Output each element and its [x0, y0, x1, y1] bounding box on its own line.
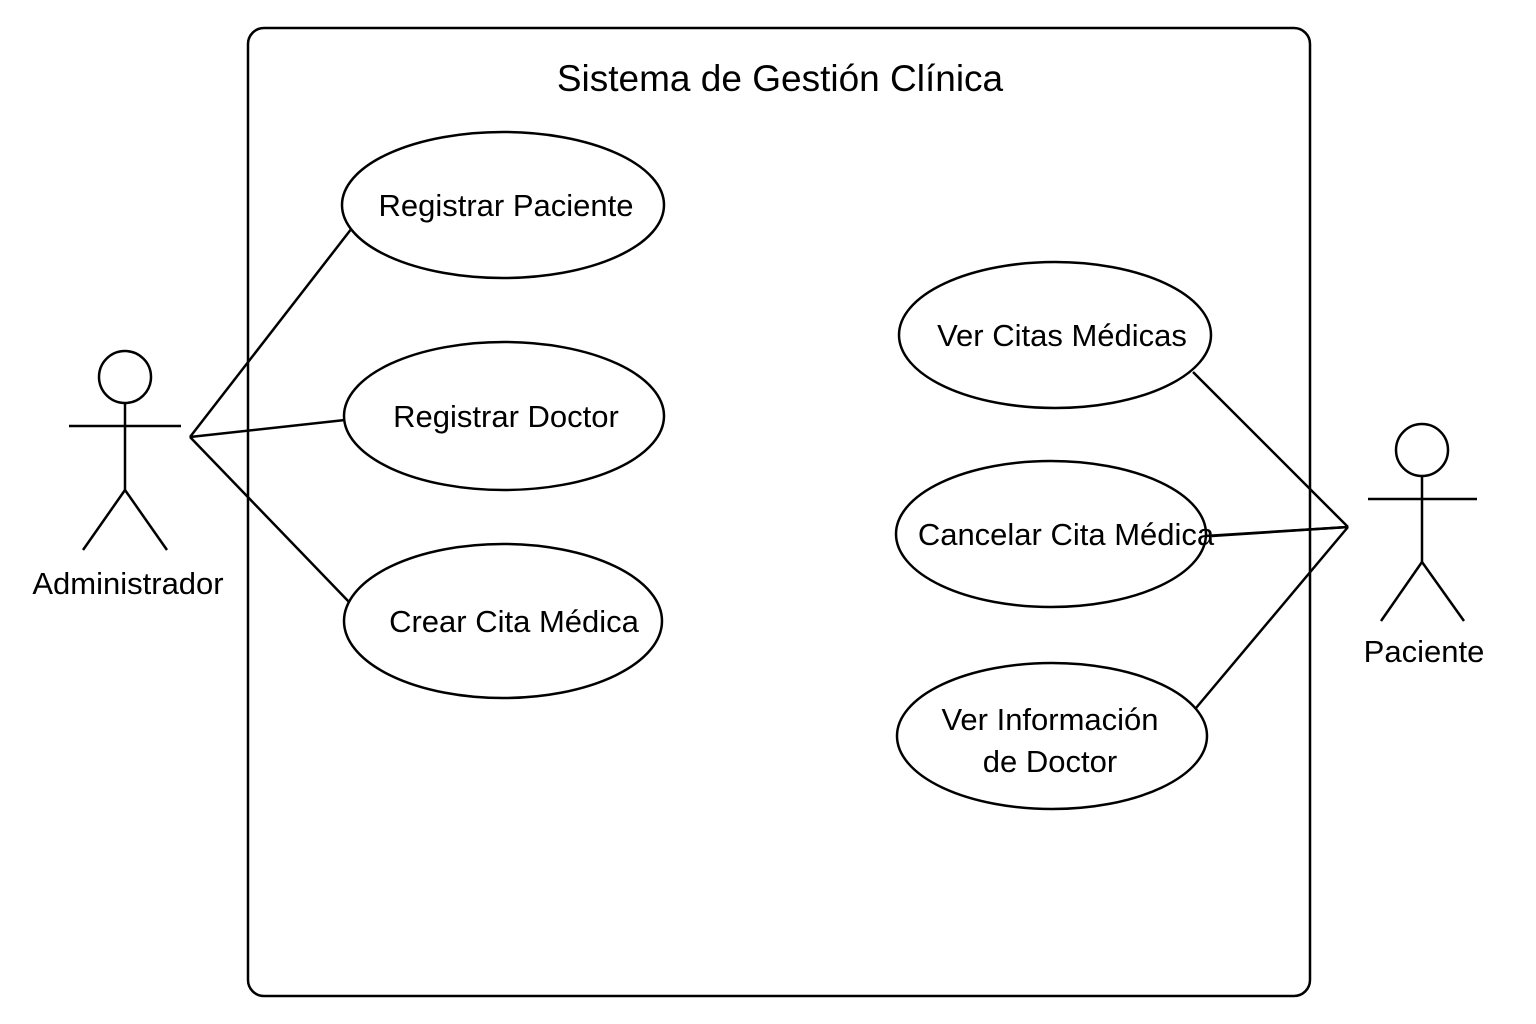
use-case-registrar-paciente[interactable]: Registrar Paciente	[340, 130, 666, 280]
association-admin-registrar-doctor[interactable]	[189, 418, 346, 439]
use-case-label: Registrar Doctor	[393, 399, 619, 434]
use-case-label: Ver Citas Médicas	[937, 318, 1187, 353]
use-case-ver-citas-medicas[interactable]: Ver Citas Médicas	[897, 260, 1213, 410]
actor-paciente[interactable]: Paciente	[1364, 422, 1485, 669]
system-title: Sistema de Gestión Clínica	[557, 58, 1004, 99]
use-case-label: Crear Cita Médica	[389, 604, 640, 639]
use-case-cancelar-cita-medica[interactable]: Cancelar Cita Médica	[894, 459, 1215, 609]
use-case-label: Ver Información	[941, 702, 1158, 737]
stick-figure-icon	[69, 349, 181, 551]
stick-figure-icon	[1368, 422, 1477, 622]
association-admin-crear-cita[interactable]	[189, 436, 351, 604]
association-paciente-cancelar-cita-overlay	[1211, 525, 1349, 538]
use-case-label: Cancelar Cita Médica	[918, 517, 1215, 552]
actor-name: Administrador	[32, 566, 223, 601]
association-paciente-ver-citas[interactable]	[1192, 371, 1349, 528]
association-admin-registrar-paciente[interactable]	[189, 227, 353, 438]
use-case-registrar-doctor[interactable]: Registrar Doctor	[342, 340, 666, 492]
use-case-crear-cita-medica[interactable]: Crear Cita Médica	[342, 542, 664, 700]
use-case-label: de Doctor	[983, 744, 1117, 779]
actor-administrador[interactable]: Administrador	[32, 349, 224, 601]
actor-name: Paciente	[1364, 634, 1485, 669]
use-case-ver-informacion-doctor[interactable]: Ver Información de Doctor	[895, 661, 1209, 811]
use-case-label: Registrar Paciente	[378, 188, 633, 223]
association-paciente-ver-info-doctor[interactable]	[1195, 526, 1349, 709]
system-boundary	[246, 26, 1312, 998]
